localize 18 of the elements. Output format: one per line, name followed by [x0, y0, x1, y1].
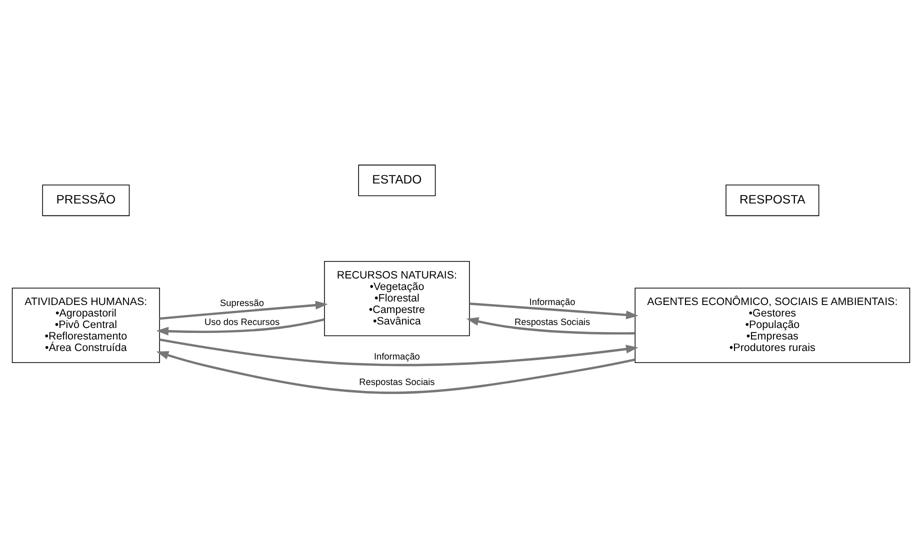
node-box: AGENTES ECONÔMICO, SOCIAIS E AMBIENTAIS: •Gestores •População •Empresas •Produtores rurais — [634, 287, 910, 362]
arrow — [156, 318, 324, 335]
edge-label: Uso dos Recursos — [204, 316, 280, 327]
node-box: PRESSÃO — [42, 184, 130, 216]
node-box: ATIVIDADES HUMANAS: •Agropastoril •Pivô Central •Reflorestamento •Área Construída — [12, 287, 160, 362]
edge-label: Supressão — [220, 297, 264, 308]
node-box: ESTADO — [358, 164, 436, 196]
edge-label: Informação — [529, 296, 576, 307]
arrow — [466, 316, 635, 334]
arrow — [160, 300, 328, 320]
arrow — [470, 302, 638, 319]
node-box: RECURSOS NATURAIS: •Vegetação •Florestal •Campestre •Savânica — [324, 260, 470, 336]
edge-label: Informação — [374, 351, 420, 362]
edge-label: Respostas Sociais — [514, 316, 590, 327]
node-box: RESPOSTA — [726, 184, 820, 216]
edge-label: Respostas Sociais — [359, 376, 435, 386]
arrow — [156, 350, 636, 394]
arrow — [160, 338, 638, 366]
